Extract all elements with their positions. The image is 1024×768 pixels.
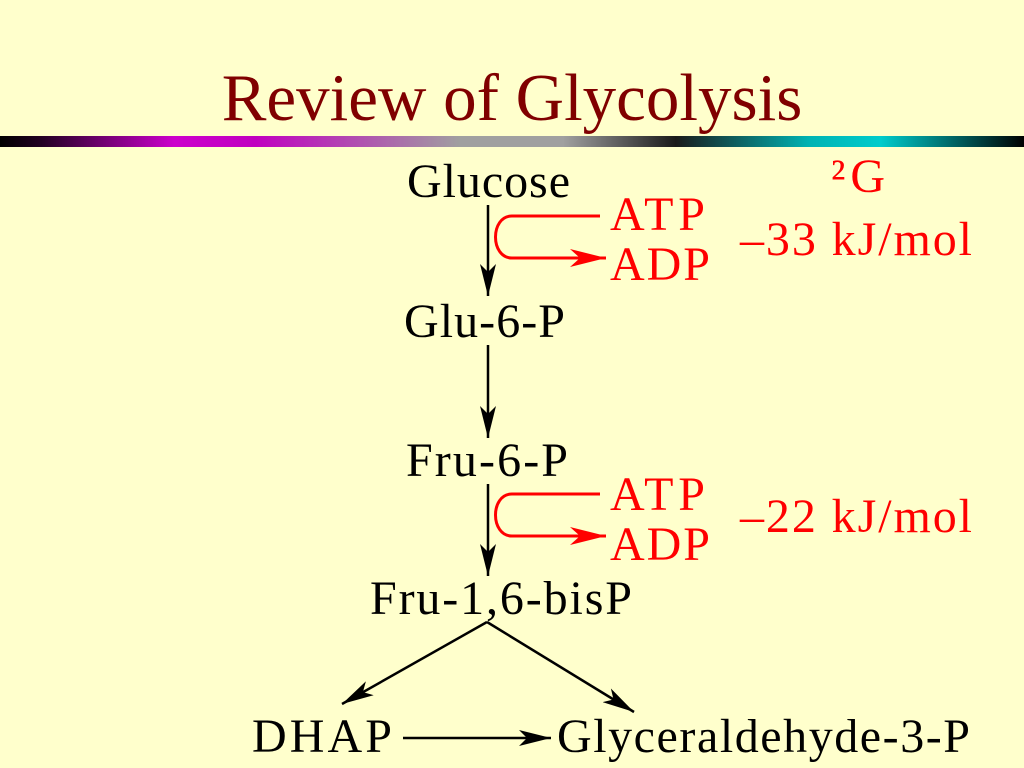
metabolite-fru-1-6-bisp: Fru-1,6-bisP <box>370 572 632 625</box>
step3-atp-label: ATP <box>610 468 705 521</box>
metabolite-dhap: DHAP <box>252 710 392 763</box>
arrow-split-to-glyceraldehyde-3-p <box>486 620 635 714</box>
step3-atp-adp-loop-arrow <box>494 492 606 545</box>
step1-atp-label: ATP <box>610 188 705 241</box>
step3-delta-g-value: –22 kJ/mol <box>739 490 972 543</box>
metabolite-fru-6-p: Fru-6-P <box>406 434 568 487</box>
metabolite-glucose: Glucose <box>407 155 570 208</box>
step3-adp-label: ADP <box>610 518 710 571</box>
arrow-split-to-dhap <box>341 620 488 706</box>
step1-adp-label: ADP <box>610 238 710 291</box>
step1-atp-adp-loop-arrow <box>494 214 606 267</box>
step1-delta-g-value: –33 kJ/mol <box>739 213 972 266</box>
metabolite-glyceraldehyde-3-p: Glyceraldehyde-3-P <box>557 710 970 763</box>
slide-title: Review of Glycolysis <box>222 61 803 135</box>
delta-g-header: ²G <box>831 150 885 203</box>
metabolite-glu-6-p: Glu-6-P <box>404 295 565 348</box>
title-divider-bar <box>0 136 1024 147</box>
